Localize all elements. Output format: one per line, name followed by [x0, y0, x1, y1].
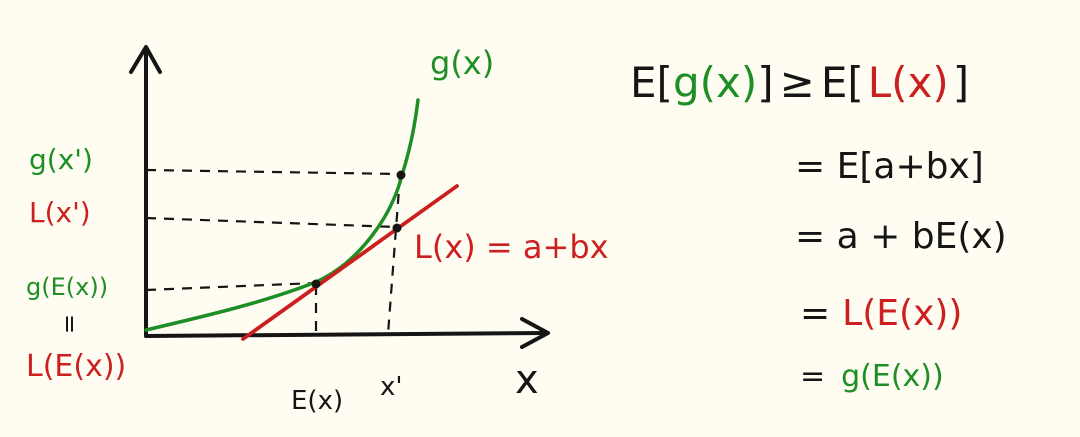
guide-l-xprime — [145, 216, 398, 229]
y-label-equals: = — [56, 314, 84, 334]
line1-rhs-prefix: E[ — [821, 58, 864, 107]
point-tangent — [311, 279, 321, 289]
line1-lhs-green: g(x) — [673, 58, 757, 107]
line1-relation: ≥ — [780, 58, 815, 107]
line4-sign: = — [800, 293, 830, 334]
derivation-line-3: = a + bE(x) — [795, 216, 1007, 257]
x-tick-xprime: x' — [380, 372, 403, 402]
guide-lines — [145, 168, 402, 335]
line1-rhs-red: L(x) — [868, 58, 949, 107]
y-axis-arrow-icon — [129, 45, 162, 74]
point-g-xprime — [396, 170, 406, 180]
y-label-l-ex: L(E(x)) — [26, 349, 126, 384]
x-axis-label: x — [515, 357, 539, 403]
y-label-l-xprime: L(x') — [29, 196, 91, 229]
derivation-line-1: E[g(x)]≥E[L(x)] — [630, 58, 969, 107]
line1-rhs-suffix: ] — [953, 58, 969, 107]
x-axis — [144, 331, 549, 338]
line1-lhs-prefix: E[ — [630, 58, 673, 107]
line5-sign: = — [800, 359, 825, 394]
curve-label: g(x) — [430, 44, 494, 82]
derivation-line-4: = L(E(x)) — [800, 293, 962, 334]
x-tick-ex: E(x) — [291, 386, 343, 416]
axes — [129, 45, 550, 349]
curve-gx — [144, 98, 420, 332]
y-label-g-ex: g(E(x)) — [26, 273, 108, 301]
point-l-xprime — [392, 223, 402, 233]
tangent-line-lx — [241, 184, 459, 341]
derivation-line-5: = g(E(x)) — [800, 359, 944, 394]
line5-expr: g(E(x)) — [841, 359, 944, 394]
guide-g-ex — [145, 281, 317, 292]
line1-lhs-suffix: ] — [757, 58, 773, 107]
line-label: L(x) = a+bx — [414, 228, 609, 266]
line4-expr: L(E(x)) — [842, 293, 962, 334]
guide-g-xprime — [145, 168, 401, 176]
guide-xprime-vertical — [386, 175, 402, 335]
y-label-g-xprime: g(x') — [29, 143, 93, 176]
derivation-line-2: = E[a+bx] — [795, 146, 984, 187]
x-axis-arrow-icon — [520, 317, 550, 349]
